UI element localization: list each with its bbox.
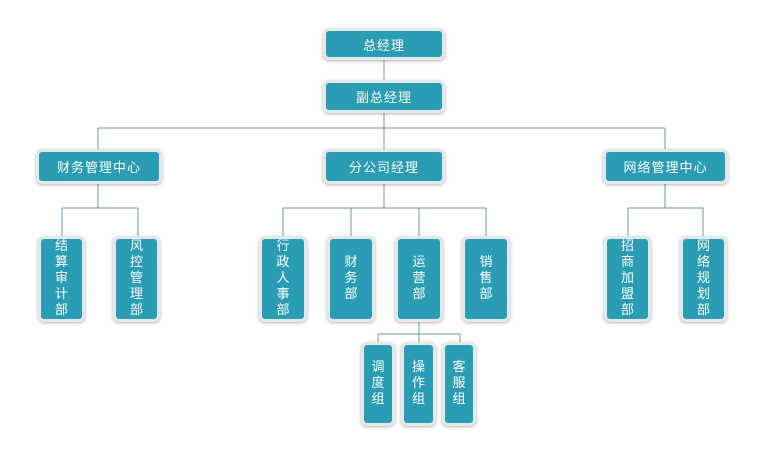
node-finance-dept: 财务部 (327, 236, 375, 322)
node-general-manager: 总经理 (323, 28, 445, 60)
node-sales-dept: 销售部 (462, 236, 510, 322)
node-deputy-general-manager: 副总经理 (323, 80, 445, 113)
node-settlement-audit-dept: 结算审计部 (38, 236, 85, 322)
node-label: 调度组 (371, 360, 385, 407)
node-label: 行政人事部 (276, 239, 290, 318)
node-finance-management-center: 财务管理中心 (36, 149, 162, 184)
node-label: 客服组 (452, 360, 466, 407)
node-operation-group: 操作组 (401, 342, 436, 426)
node-label: 财务管理中心 (56, 161, 141, 176)
node-label: 操作组 (411, 360, 425, 407)
node-label: 网络管理中心 (623, 161, 708, 176)
node-label: 招商加盟部 (620, 239, 634, 318)
node-label: 副总经理 (355, 91, 412, 106)
node-label: 网络规划部 (696, 239, 710, 318)
node-label: 总经理 (362, 38, 405, 54)
node-label: 销售部 (479, 255, 493, 302)
node-risk-control-dept: 风控管理部 (113, 236, 160, 322)
node-network-management-center: 网络管理中心 (603, 149, 728, 184)
node-label: 结算审计部 (54, 239, 68, 318)
node-branch-manager: 分公司经理 (323, 149, 445, 184)
node-dispatch-group: 调度组 (361, 342, 395, 426)
node-franchise-dept: 招商加盟部 (604, 236, 651, 322)
node-network-planning-dept: 网络规划部 (680, 236, 727, 322)
node-label: 运营部 (412, 255, 426, 302)
node-label: 风控管理部 (129, 239, 143, 318)
node-label: 分公司经理 (348, 161, 419, 176)
node-admin-hr-dept: 行政人事部 (259, 236, 307, 322)
node-label: 财务部 (344, 255, 358, 302)
node-customer-service-group: 客服组 (442, 342, 476, 426)
node-operations-dept: 运营部 (395, 236, 443, 322)
